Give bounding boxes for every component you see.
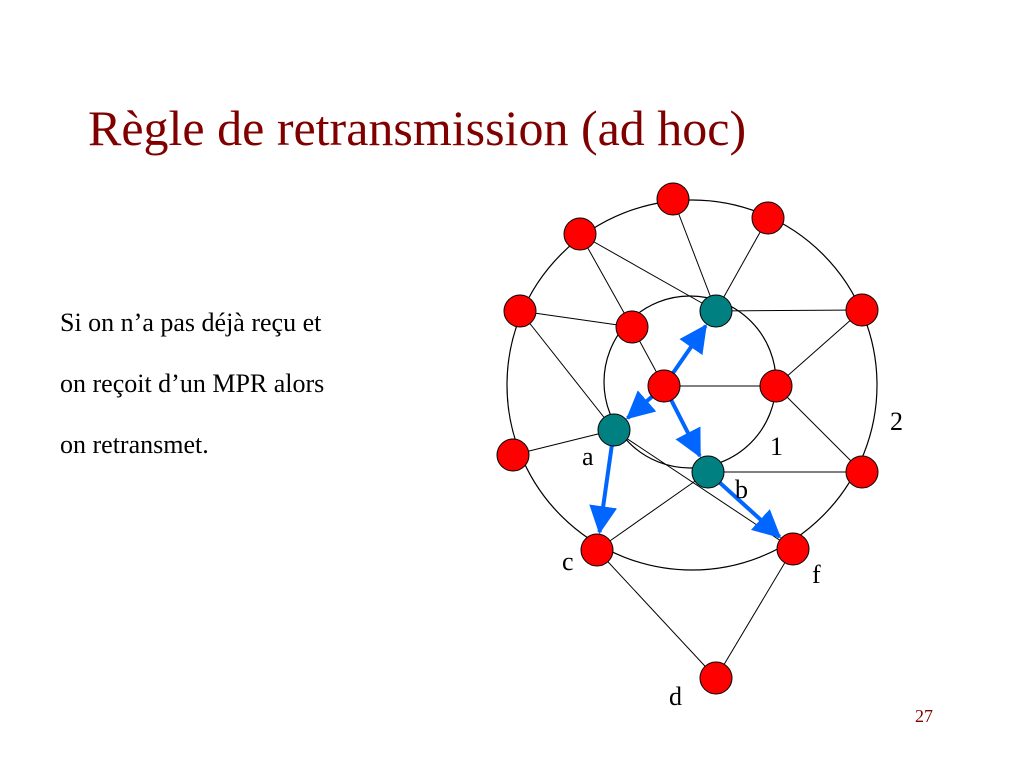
slide-title: Règle de retransmission (ad hoc) <box>88 100 747 156</box>
arrow-source-a <box>626 390 657 420</box>
edge-mpr-top-far-right <box>715 309 863 312</box>
edge-top-left-mpr-top <box>579 233 717 312</box>
node-far-left <box>503 294 537 328</box>
edges-layer <box>512 198 863 679</box>
node-top-right <box>751 201 785 235</box>
edge-b-c <box>596 471 709 551</box>
node-far-right <box>845 293 879 327</box>
node-f-label: f <box>812 560 821 589</box>
node-top <box>656 182 690 216</box>
edge-far-left-inner-left <box>519 310 633 328</box>
node-left-low <box>496 438 530 472</box>
node-inner-left <box>615 310 649 344</box>
node-a <box>597 413 631 447</box>
edge-far-left-a <box>519 310 615 431</box>
node-c-label: c <box>562 547 574 576</box>
node-d <box>699 661 733 695</box>
node-source <box>647 369 681 403</box>
outer-ring <box>506 199 878 571</box>
body-line-1: Si on n’a pas déjà reçu et <box>60 308 322 337</box>
arrow-b-f <box>718 481 782 539</box>
ring-2-label: 2 <box>890 407 903 436</box>
node-c <box>580 533 614 567</box>
node-d-label: d <box>669 682 682 711</box>
edge-far-right-inner-right <box>775 309 863 387</box>
arrow-a-c <box>589 445 618 535</box>
node-right-low <box>845 455 879 489</box>
edge-top-right-mpr-top <box>715 217 769 312</box>
nodes-layer <box>496 182 879 695</box>
edge-inner-right-right-low <box>775 385 863 473</box>
edge-top-left-inner-left <box>579 233 633 328</box>
arrows-layer <box>589 324 782 539</box>
edge-left-low-a <box>512 429 615 456</box>
node-b-label: b <box>735 475 748 504</box>
arrow-source-mpr-top <box>671 324 708 374</box>
page-number: 27 <box>915 706 933 726</box>
body-text: Si on n’a pas déjà reçu et on reçoit d’u… <box>60 292 440 475</box>
node-a-label: a <box>582 442 594 471</box>
node-f <box>776 532 810 566</box>
edge-f-d <box>715 548 794 679</box>
body-line-3: on retransmet. <box>60 430 209 459</box>
node-b <box>691 455 725 489</box>
ring-1-label: 1 <box>770 432 783 461</box>
arrow-source-b <box>669 399 702 458</box>
edge-top-mpr-top <box>672 198 717 312</box>
body-line-2: on reçoit d’un MPR alors <box>60 369 325 398</box>
node-top-left <box>563 217 597 251</box>
edge-a-f <box>613 429 794 550</box>
node-inner-right <box>759 369 793 403</box>
node-mpr-top <box>699 294 733 328</box>
edge-c-d <box>596 549 717 679</box>
